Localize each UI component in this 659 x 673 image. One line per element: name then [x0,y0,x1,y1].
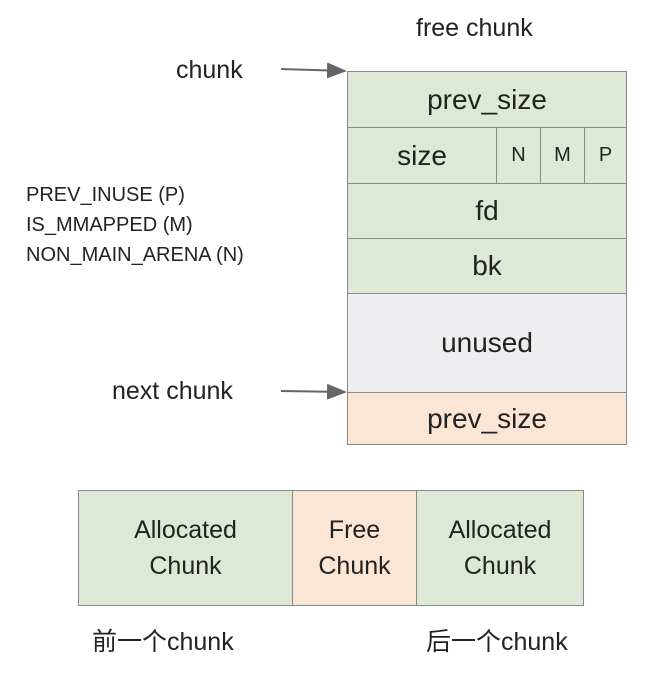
flag-n-bit: N [496,128,540,183]
next-chunk-pointer-label: next chunk [112,377,233,405]
previous-allocated-chunk: Allocated Chunk [78,490,293,606]
next-prev-size-field: prev_size [347,392,627,445]
middle-free-chunk: Free Chunk [292,490,417,606]
next-allocated-chunk: Allocated Chunk [416,490,584,606]
flags-legend: PREV_INUSE (P) IS_MMAPPED (M) NON_MAIN_A… [26,180,244,270]
chunk-pointer-label: chunk [176,56,243,84]
diagram-title: free chunk [416,14,533,42]
chunk-arrow [280,62,347,79]
middle-free-chunk-line1: Free [328,516,381,544]
bk-field: bk [347,238,627,294]
next-allocated-chunk-line2: Chunk [463,552,537,580]
chunk-sequence: Allocated Chunk Free Chunk Allocated Chu… [78,490,584,606]
next-chunk-arrow [280,383,347,400]
flag-m-bit: M [540,128,584,183]
fd-field: fd [347,183,627,239]
previous-allocated-chunk-line2: Chunk [149,552,222,580]
next-allocated-chunk-line1: Allocated [448,516,552,544]
next-chunk-caption: 后一个chunk [426,628,568,656]
flag-legend-is-mmapped: IS_MMAPPED (M) [26,214,193,236]
flag-legend-prev-inuse: PREV_INUSE (P) [26,184,185,206]
prev-size-field: prev_size [347,71,627,128]
flag-p-bit: P [584,128,626,183]
middle-free-chunk-line2: Chunk [318,552,391,580]
unused-field: unused [347,293,627,393]
previous-allocated-chunk-line1: Allocated [134,516,237,544]
flag-legend-non-main-arena: NON_MAIN_ARENA (N) [26,244,244,266]
size-field: size [397,139,447,171]
size-field-row: size N M P [347,127,627,184]
previous-chunk-caption: 前一个chunk [92,628,234,656]
